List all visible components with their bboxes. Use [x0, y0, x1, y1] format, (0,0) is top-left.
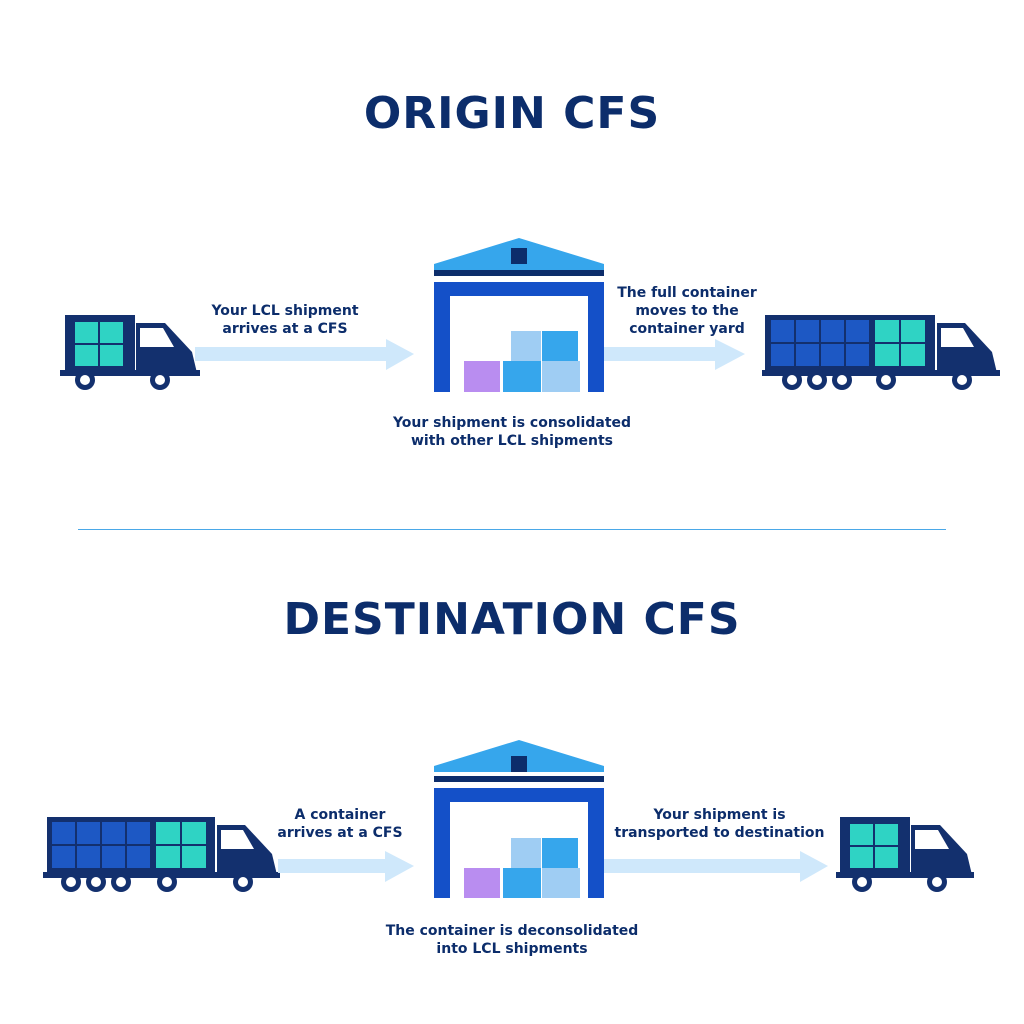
container-truck-icon [762, 315, 1000, 390]
destination-diagram [0, 732, 1024, 912]
arrow-right-icon [278, 851, 414, 882]
small-truck-icon [60, 315, 200, 390]
destination-step2-caption: Your shipment is transported to destinat… [612, 806, 827, 842]
origin-title: ORIGIN CFS [0, 88, 1024, 139]
destination-title: DESTINATION CFS [0, 594, 1024, 645]
small-truck-icon [836, 817, 974, 892]
arrow-right-icon [604, 339, 745, 370]
container-truck-icon [43, 817, 280, 892]
origin-diagram [0, 230, 1024, 410]
arrow-right-icon [604, 851, 828, 882]
destination-step1-caption: A container arrives at a CFS [265, 806, 415, 842]
origin-step2-caption: The full container moves to the containe… [612, 284, 762, 338]
warehouse-icon [434, 740, 604, 898]
origin-middle-caption: Your shipment is consolidated with other… [372, 414, 652, 450]
section-divider [78, 529, 946, 530]
arrow-right-icon [195, 339, 414, 370]
warehouse-icon [434, 238, 604, 392]
origin-step1-caption: Your LCL shipment arrives at a CFS [195, 302, 375, 338]
destination-middle-caption: The container is deconsolidated into LCL… [372, 922, 652, 958]
